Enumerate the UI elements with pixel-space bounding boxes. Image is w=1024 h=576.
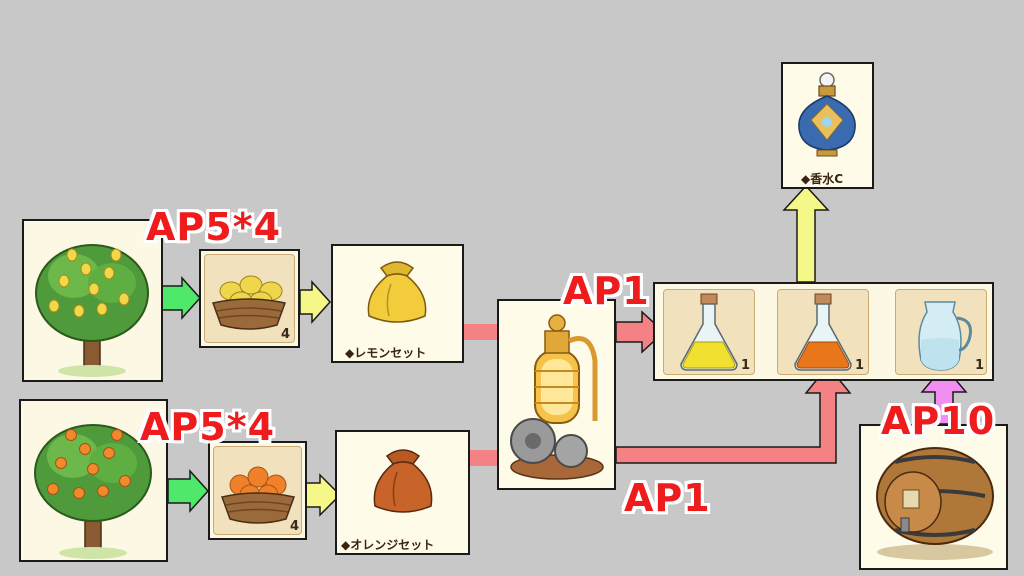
red-connector-lemon	[464, 324, 498, 340]
green-arrow-orange	[167, 469, 210, 513]
lemon-set-card: ◆レモンセット	[331, 244, 464, 363]
yellow-arrow-up	[782, 184, 830, 283]
lemon-basket-icon	[212, 275, 286, 330]
lemon-sack-icon	[367, 261, 427, 323]
distill-top-cost: AP1	[563, 269, 650, 313]
barrel-icon	[876, 447, 994, 560]
orange-harvest-cost: AP5*4	[140, 405, 276, 449]
lemon-tree-icon	[35, 244, 149, 377]
lemon-basket-card: 4	[199, 249, 300, 348]
yellow-arrow-lemon	[299, 280, 332, 324]
orange-basket-qty: 4	[290, 519, 300, 534]
orange-basket-card: 4	[208, 441, 307, 540]
lemon-basket-qty: 4	[281, 327, 291, 342]
lemon-set-label: ◆レモンセット	[345, 346, 427, 360]
lemon-harvest-cost: AP5*4	[146, 205, 282, 249]
yellow-flask-qty: 1	[741, 358, 751, 373]
lemon-tree-card	[22, 219, 163, 382]
barrel-card	[859, 424, 1008, 570]
orange-flask-icon	[794, 293, 852, 371]
green-arrow-lemon	[161, 276, 202, 320]
water-pitcher-icon	[918, 301, 972, 371]
distiller-icon	[510, 314, 604, 480]
water-cost: AP10	[881, 399, 996, 443]
orange-tree-card	[19, 399, 168, 562]
distill-bottom-cost: AP1	[624, 476, 711, 520]
red-connector-orange	[470, 450, 500, 466]
orange-basket-icon	[221, 466, 295, 524]
yellow-flask-icon	[680, 293, 738, 371]
yellow-arrow-orange	[305, 473, 342, 517]
distiller-card	[497, 299, 616, 490]
perfume-card: ◆香水C	[781, 62, 874, 189]
orange-sack-icon	[373, 449, 433, 513]
ingredient-panel: 1 1 1	[653, 282, 994, 381]
perfume-bottle-icon	[798, 72, 856, 157]
orange-flask-qty: 1	[855, 358, 865, 373]
orange-set-card: ◆オレンジセット	[335, 430, 470, 555]
orange-set-label: ◆オレンジセット	[341, 538, 435, 552]
water-pitcher-qty: 1	[975, 358, 985, 373]
perfume-label: ◆香水C	[801, 172, 844, 186]
orange-tree-icon	[34, 424, 152, 559]
